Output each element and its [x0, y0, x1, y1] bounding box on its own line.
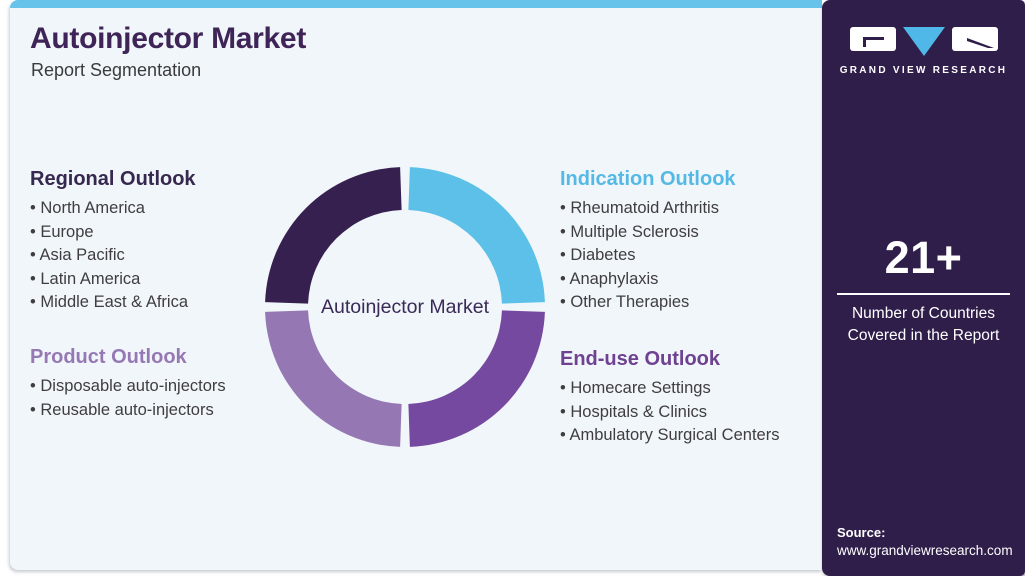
page-subtitle: Report Segmentation	[31, 60, 202, 80]
logo-r-icon	[951, 27, 998, 51]
brand-name: GRAND VIEW RESEARCH	[839, 65, 1008, 76]
donut-chart-svg	[265, 167, 545, 447]
list-item: Homecare Settings	[560, 377, 822, 401]
donut-segment-enduse	[408, 310, 545, 447]
section-title: End-use Outlook	[560, 348, 720, 370]
stat-value: 21+	[884, 232, 963, 283]
section-title: Regional Outlook	[30, 168, 196, 190]
donut-segment-indication	[408, 167, 545, 304]
donut-segment-regional	[265, 167, 402, 304]
gvr-logo-marks	[822, 27, 1025, 56]
list-item: Reusable auto-injectors	[30, 399, 300, 423]
section-list: North America Europe Asia Pacific Latin …	[30, 197, 300, 315]
donut-chart: Autoinjector Market	[263, 165, 547, 449]
list-item: Ambulatory Surgical Centers	[560, 424, 822, 448]
section-list: Disposable auto-injectors Reusable auto-…	[30, 375, 300, 422]
list-item: Other Therapies	[560, 291, 822, 315]
stat-divider	[837, 293, 1010, 295]
stat-caption: Number of Countries Covered in the Repor…	[847, 305, 1000, 344]
section-product-outlook: Product Outlook Disposable auto-injector…	[30, 346, 300, 422]
section-regional-outlook: Regional Outlook North America Europe As…	[30, 168, 300, 315]
list-item: Middle East & Africa	[30, 291, 300, 315]
source-label: Source:	[837, 525, 886, 540]
list-item: Hospitals & Clinics	[560, 401, 822, 425]
source-block: Source: www.grandviewresearch.com	[837, 525, 1013, 558]
donut-segment-product	[265, 310, 402, 447]
section-indication-outlook: Indication Outlook Rheumatoid Arthritis …	[560, 168, 822, 315]
section-title: Product Outlook	[30, 346, 187, 368]
logo-g-icon	[849, 27, 896, 51]
gvr-logo: GRAND VIEW RESEARCH	[822, 27, 1025, 76]
list-item: Multiple Sclerosis	[560, 221, 822, 245]
list-item: Diabetes	[560, 244, 822, 268]
list-item: Europe	[30, 221, 300, 245]
list-item: Rheumatoid Arthritis	[560, 197, 822, 221]
sidebar: GRAND VIEW RESEARCH 21+ Number of Countr…	[822, 0, 1025, 576]
source-url: www.grandviewresearch.com	[837, 543, 1013, 558]
main-card: Autoinjector Market Report Segmentation …	[10, 0, 822, 570]
section-title: Indication Outlook	[560, 168, 736, 190]
list-item: North America	[30, 197, 300, 221]
list-item: Anaphylaxis	[560, 268, 822, 292]
countries-stat: 21+ Number of Countries Covered in the R…	[822, 232, 1025, 347]
section-enduse-outlook: End-use Outlook Homecare Settings Hospit…	[560, 348, 822, 448]
list-item: Asia Pacific	[30, 244, 300, 268]
list-item: Disposable auto-injectors	[30, 375, 300, 399]
top-accent-bar	[10, 0, 822, 8]
list-item: Latin America	[30, 268, 300, 292]
section-list: Homecare Settings Hospitals & Clinics Am…	[560, 377, 822, 448]
page-title: Autoinjector Market	[30, 22, 307, 55]
logo-v-icon	[902, 27, 945, 56]
section-list: Rheumatoid Arthritis Multiple Sclerosis …	[560, 197, 822, 315]
